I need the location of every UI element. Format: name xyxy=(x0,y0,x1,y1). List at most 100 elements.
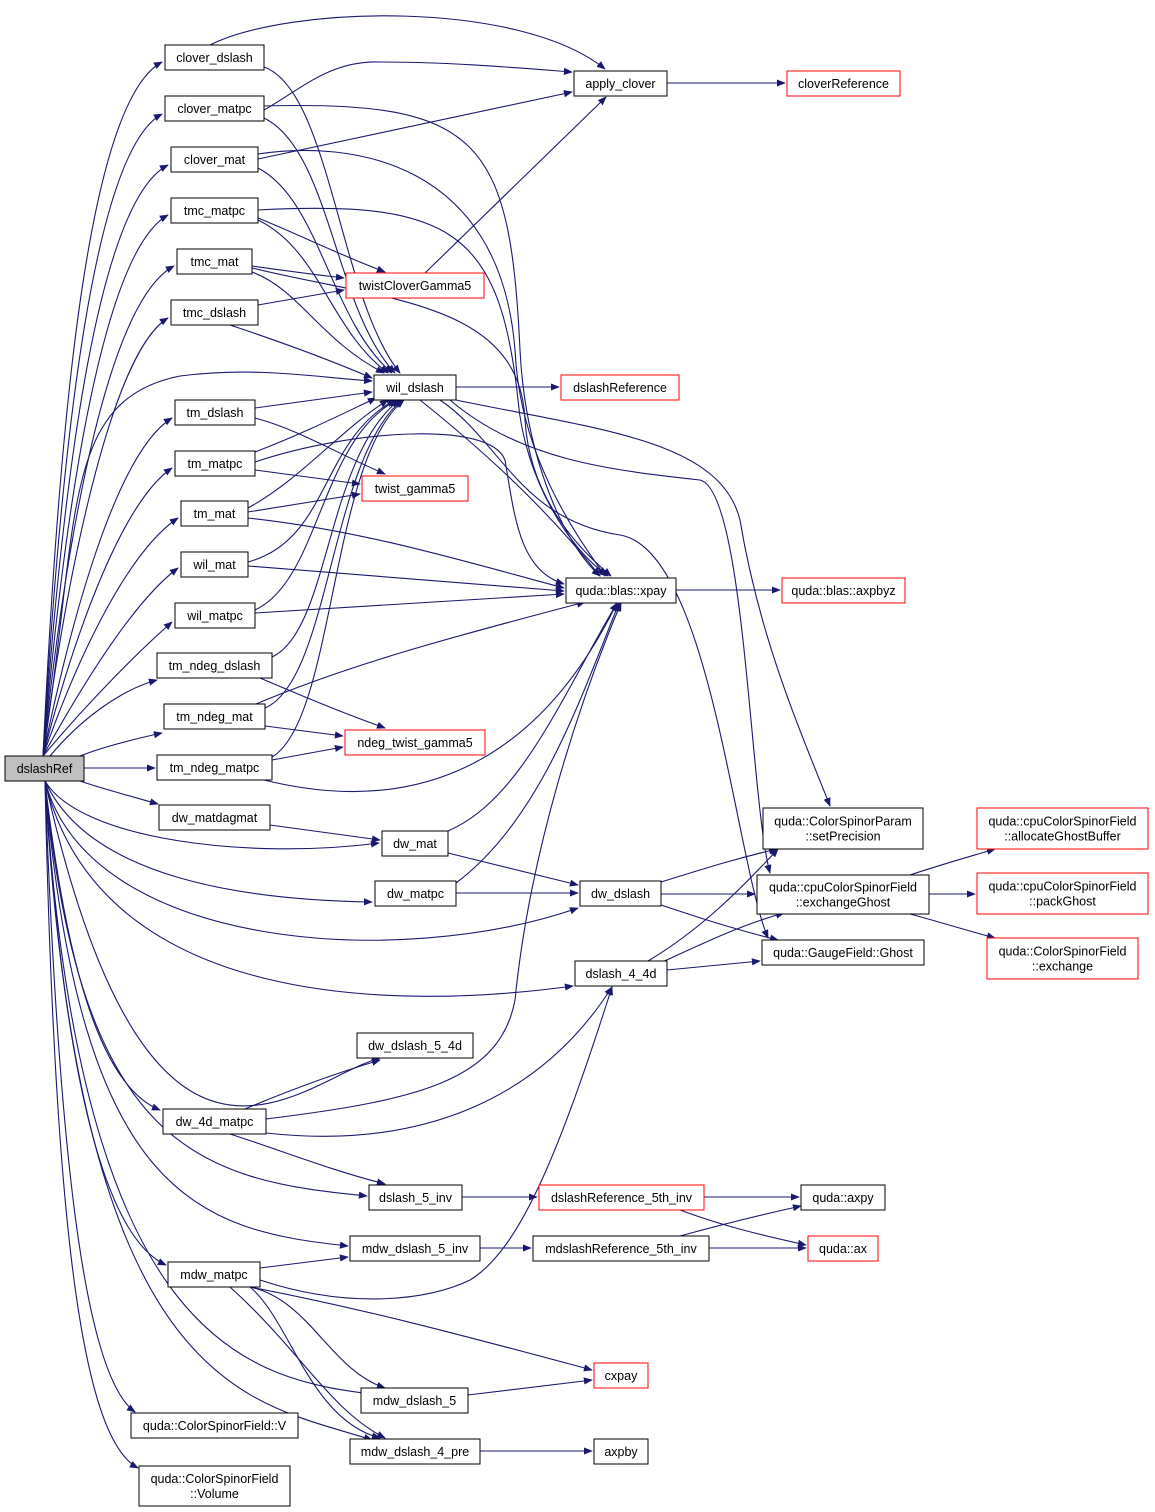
node-tm_ndeg_dslash[interactable]: tm_ndeg_dslash xyxy=(156,652,273,679)
node-cxpay[interactable]: cxpay xyxy=(593,1362,649,1389)
edge-mdw_dslash_5-to-cxpay xyxy=(467,1377,593,1396)
node-exchangeGhost[interactable]: quda::cpuColorSpinorField::exchangeGhost xyxy=(756,874,930,915)
edges xyxy=(42,15,996,1469)
node-twistCloverGamma5[interactable]: twistCloverGamma5 xyxy=(345,272,485,299)
node-dw_dslash_5_4d[interactable]: dw_dslash_5_4d xyxy=(356,1032,474,1059)
node-csf_V[interactable]: quda::ColorSpinorField::V xyxy=(130,1412,299,1439)
node-label: tmc_dslash xyxy=(183,306,246,320)
node-label: wil_dslash xyxy=(385,381,444,395)
edge-dslashRef-to-tm_mat xyxy=(42,517,179,757)
node-label: mdw_dslash_5 xyxy=(373,1394,456,1408)
node-clover_mat[interactable]: clover_mat xyxy=(170,146,259,173)
edge-twistCloverGamma5-to-apply_clover xyxy=(424,96,607,274)
node-box xyxy=(164,95,265,122)
node-dslashReference_5th_inv[interactable]: dslashReference_5th_inv xyxy=(538,1184,705,1211)
node-label: mdw_matpc xyxy=(180,1268,247,1282)
node-setPrecision[interactable]: quda::ColorSpinorParam::setPrecision xyxy=(762,807,924,850)
node-label: dslashRef xyxy=(17,762,73,776)
node-dw_4d_matpc[interactable]: dw_4d_matpc xyxy=(162,1108,267,1135)
node-axpby[interactable]: axpby xyxy=(593,1438,649,1465)
node-tm_ndeg_matpc[interactable]: tm_ndeg_matpc xyxy=(156,754,273,781)
node-dw_matpc[interactable]: dw_matpc xyxy=(374,880,457,907)
node-dslash_5_inv[interactable]: dslash_5_inv xyxy=(368,1184,463,1211)
node-label: dw_matpc xyxy=(387,887,444,901)
node-label: tm_dslash xyxy=(187,406,244,420)
node-tm_dslash[interactable]: tm_dslash xyxy=(174,399,256,426)
node-csf_exchange[interactable]: quda::ColorSpinorField::exchange xyxy=(986,937,1139,980)
node-apply_clover[interactable]: apply_clover xyxy=(573,70,668,97)
node-wil_dslash[interactable]: wil_dslash xyxy=(373,374,457,401)
node-label: quda::cpuColorSpinorField xyxy=(769,881,917,895)
node-box xyxy=(4,755,85,782)
node-mdw_dslash_4_pre[interactable]: mdw_dslash_4_pre xyxy=(349,1438,481,1465)
node-label: quda::ColorSpinorField xyxy=(151,1472,279,1486)
node-dw_dslash[interactable]: dw_dslash xyxy=(579,880,662,907)
node-packGhost[interactable]: quda::cpuColorSpinorField::packGhost xyxy=(976,872,1149,915)
node-label: clover_matpc xyxy=(177,102,251,116)
node-tm_mat[interactable]: tm_mat xyxy=(180,500,249,527)
node-cloverReference[interactable]: cloverReference xyxy=(786,70,901,97)
node-csf_Volume[interactable]: quda::ColorSpinorField::Volume xyxy=(138,1465,291,1507)
node-tmc_mat[interactable]: tmc_mat xyxy=(176,248,253,275)
node-wil_matpc[interactable]: wil_matpc xyxy=(174,602,256,629)
node-label: quda::ColorSpinorField xyxy=(999,945,1127,959)
node-box xyxy=(344,729,486,756)
node-label: ndeg_twist_gamma5 xyxy=(357,736,472,750)
node-dslashReference[interactable]: dslashReference xyxy=(560,374,680,401)
node-mdw_dslash_5_inv[interactable]: mdw_dslash_5_inv xyxy=(349,1235,481,1262)
node-label: apply_clover xyxy=(585,77,655,91)
node-ndeg_twist_gamma5[interactable]: ndeg_twist_gamma5 xyxy=(344,729,486,756)
edge-mdslashReference_5th_inv-to-q_axpy xyxy=(679,1204,802,1237)
node-dw_matdagmat[interactable]: dw_matdagmat xyxy=(158,804,271,831)
node-box xyxy=(976,872,1149,915)
node-q_axpy[interactable]: quda::axpy xyxy=(800,1184,886,1211)
node-label: ::setPrecision xyxy=(805,830,880,844)
edge-dslashRef-to-mdw_dslash_5 xyxy=(44,780,381,1398)
node-label: ::exchangeGhost xyxy=(796,896,891,910)
edge-clover_dslash-to-wil_dslash xyxy=(263,66,401,374)
node-box xyxy=(762,807,924,850)
edge-mdw_matpc-to-mdw_dslash_4_pre xyxy=(249,1286,381,1440)
node-clover_matpc[interactable]: clover_matpc xyxy=(164,95,265,122)
node-allocateGhostBuffer[interactable]: quda::cpuColorSpinorField::allocateGhost… xyxy=(976,807,1149,850)
edge-clover_mat-to-xpay xyxy=(257,149,606,577)
node-GaugeGhost[interactable]: quda::GaugeField::Ghost xyxy=(761,939,925,966)
node-clover_dslash[interactable]: clover_dslash xyxy=(164,44,265,71)
node-mdslashReference_5th_inv[interactable]: mdslashReference_5th_inv xyxy=(532,1235,710,1262)
node-box xyxy=(593,1362,649,1389)
node-mdw_matpc[interactable]: mdw_matpc xyxy=(167,1261,261,1288)
node-label: dslash_5_inv xyxy=(379,1191,453,1205)
edge-wil_mat-to-xpay xyxy=(247,565,565,594)
node-label: dw_matdagmat xyxy=(172,811,258,825)
node-xpay[interactable]: quda::blas::xpay xyxy=(565,577,677,604)
node-label: wil_mat xyxy=(192,558,236,572)
edge-wil_matpc-to-wil_dslash xyxy=(254,399,398,611)
node-dslash_4_4d[interactable]: dslash_4_4d xyxy=(574,960,668,987)
node-tm_matpc[interactable]: tm_matpc xyxy=(174,450,256,477)
edge-wil_dslash-to-xpay xyxy=(419,399,601,577)
edge-clover_dslash-to-apply_clover xyxy=(209,15,606,70)
node-twist_gamma5[interactable]: twist_gamma5 xyxy=(361,475,469,502)
edge-dslash_4_4d-to-exchangeGhost xyxy=(659,911,785,964)
node-tmc_matpc[interactable]: tmc_matpc xyxy=(170,197,259,224)
node-tm_ndeg_mat[interactable]: tm_ndeg_mat xyxy=(163,703,266,730)
node-wil_mat[interactable]: wil_mat xyxy=(180,551,249,578)
edge-tmc_dslash-to-wil_dslash xyxy=(229,324,373,379)
node-label: dw_dslash_5_4d xyxy=(368,1039,462,1053)
node-box xyxy=(761,939,925,966)
edge-dslash_4_4d-to-setPrecision xyxy=(647,848,779,962)
edge-dw_matdagmat-to-dw_mat xyxy=(269,824,381,843)
edge-dslashRef-to-dw_dslash xyxy=(44,780,579,941)
node-mdw_dslash_5[interactable]: mdw_dslash_5 xyxy=(360,1387,469,1414)
edge-dslashReference_5th_inv-to-q_ax xyxy=(679,1209,807,1247)
node-dw_mat[interactable]: dw_mat xyxy=(381,830,449,857)
node-q_ax[interactable]: quda::ax xyxy=(807,1235,879,1262)
node-box xyxy=(174,602,256,629)
edge-tm_ndeg_dslash-to-wil_dslash xyxy=(271,399,400,658)
node-dslashRef[interactable]: dslashRef xyxy=(4,755,85,782)
edge-mdw_matpc-to-mdw_dslash_4_pre xyxy=(229,1286,386,1439)
edge-tm_ndeg_matpc-to-xpay xyxy=(259,602,618,792)
node-label: cxpay xyxy=(605,1369,638,1383)
node-axpbyz[interactable]: quda::blas::axpbyz xyxy=(781,577,906,604)
node-tmc_dslash[interactable]: tmc_dslash xyxy=(170,299,259,326)
